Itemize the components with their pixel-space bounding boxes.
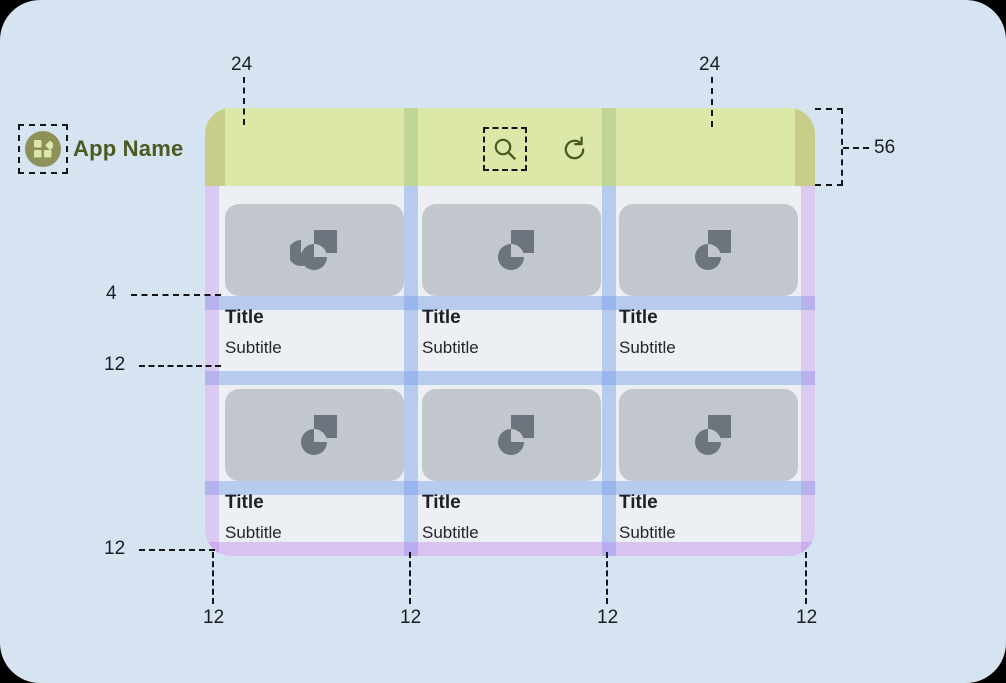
- card-title: Title: [422, 307, 461, 328]
- card-subtitle: Subtitle: [225, 523, 282, 542]
- appbar-left-padding-overlay: [205, 108, 225, 186]
- leader-line-col-left-12: [212, 552, 214, 604]
- spacing-overlay-title-gap-row1: [205, 296, 815, 310]
- leader-line-col-gutter2-12: [606, 552, 608, 604]
- annotation-label-col-right-12: 12: [796, 607, 818, 628]
- card-thumbnail[interactable]: [422, 389, 601, 481]
- leader-line-bottom-inset-12: [139, 549, 215, 551]
- spacing-overlay-column-gutter-1: [404, 186, 418, 556]
- card-title: Title: [422, 492, 461, 513]
- image-placeholder-icon: [497, 230, 534, 270]
- leader-line-search-24: [711, 77, 713, 127]
- card-thumbnail[interactable]: [225, 389, 404, 481]
- annotation-label-col-gutter2-12: 12: [597, 607, 619, 628]
- card-thumbnail[interactable]: [422, 204, 601, 296]
- card-title: Title: [225, 307, 264, 328]
- annotation-label-search-24: 24: [699, 54, 721, 75]
- annotation-label-col-left-12: 12: [203, 607, 225, 628]
- grid-apps-icon: [34, 140, 53, 158]
- annotation-label-bottom-inset-12: 12: [104, 538, 126, 559]
- image-placeholder-icon: [300, 415, 337, 455]
- annotation-label-row-gap-12: 12: [104, 354, 126, 375]
- leader-line-title-gap-4: [131, 294, 221, 296]
- leader-line-col-right-12: [805, 552, 807, 604]
- card-thumbnail[interactable]: [225, 204, 404, 296]
- leader-line-menu-24: [243, 77, 245, 125]
- annotation-label-appbar-56: 56: [874, 137, 896, 158]
- spacing-overlay-row-gap: [205, 371, 815, 385]
- card-subtitle: Subtitle: [619, 338, 676, 357]
- search-button[interactable]: [487, 131, 523, 167]
- app-title: App Name: [73, 136, 184, 161]
- refresh-icon: [564, 135, 584, 159]
- bracket-appbar-height: [815, 108, 843, 186]
- annotation-label-col-gutter1-12: 12: [400, 607, 422, 628]
- image-placeholder-icon: [694, 230, 731, 270]
- card-thumbnail[interactable]: [619, 389, 798, 481]
- image-placeholder-icon: [289, 230, 337, 270]
- card-thumbnail[interactable]: [619, 204, 798, 296]
- image-placeholder-icon: [694, 415, 731, 455]
- card-title: Title: [225, 492, 264, 513]
- leader-line-row-gap-12: [139, 365, 221, 367]
- menu-button[interactable]: [25, 131, 61, 167]
- padding-overlay-right: [801, 186, 815, 556]
- card-subtitle: Subtitle: [225, 338, 282, 357]
- menu-touch-target-box: [18, 124, 68, 174]
- card-title: Title: [619, 492, 658, 513]
- spacing-overlay-column-gutter-2: [602, 186, 616, 556]
- leader-line-appbar-height: [843, 147, 869, 149]
- annotation-label-menu-24: 24: [231, 54, 253, 75]
- appbar-gutter-overlay-1: [404, 108, 418, 186]
- content-area: Title Subtitle Title Subtitle Title Subt…: [205, 186, 815, 556]
- appbar-right-padding-overlay: [795, 108, 815, 186]
- device-frame: Title Subtitle Title Subtitle Title Subt…: [205, 108, 815, 556]
- card-subtitle: Subtitle: [619, 523, 676, 542]
- padding-overlay-bottom: [205, 542, 815, 556]
- refresh-button[interactable]: [556, 131, 592, 167]
- card-subtitle: Subtitle: [422, 338, 479, 357]
- image-placeholder-icon: [497, 415, 534, 455]
- annotation-label-title-gap-4: 4: [106, 283, 117, 304]
- search-icon: [494, 138, 516, 160]
- appbar-gutter-overlay-2: [602, 108, 616, 186]
- leader-line-col-gutter1-12: [409, 552, 411, 604]
- search-touch-target-box: [483, 127, 527, 171]
- padding-overlay-left: [205, 186, 219, 556]
- spacing-overlay-title-gap-row2: [205, 481, 815, 495]
- card-subtitle: Subtitle: [422, 523, 479, 542]
- card-title: Title: [619, 307, 658, 328]
